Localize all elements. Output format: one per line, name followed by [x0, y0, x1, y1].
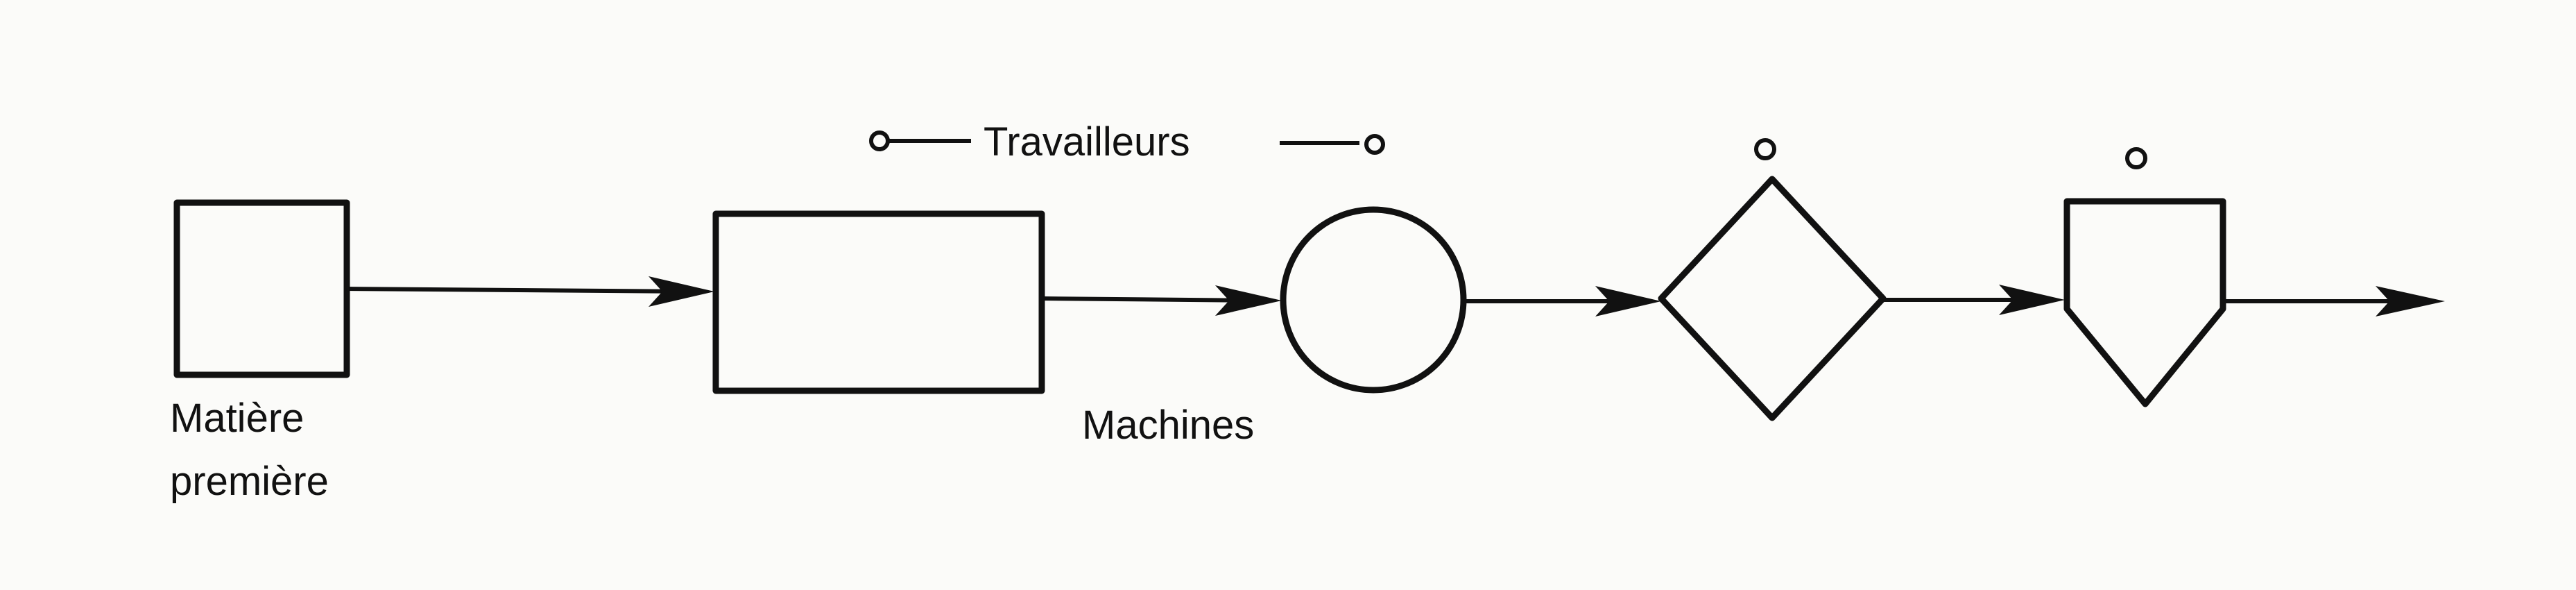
arrowhead-to-workstation — [649, 276, 714, 307]
connector-workstation-to-operation — [1041, 296, 1263, 303]
arrowhead-to-inspection — [1595, 286, 1661, 317]
raw-material-label-line1: Matière — [170, 396, 304, 441]
inspection-diamond-node — [1658, 176, 1887, 421]
machines-label: Machines — [1082, 403, 1254, 448]
diamond-marker-circle — [1754, 138, 1776, 160]
pentagon-marker-circle — [2125, 147, 2147, 169]
workers-line-end-circle — [1364, 134, 1385, 155]
arrowhead-output — [2376, 286, 2445, 317]
operation-circle-node — [1280, 206, 1467, 394]
arrowhead-to-operation — [1215, 285, 1282, 316]
connector-raw-to-workstation — [346, 287, 694, 294]
arrowhead-to-storage — [1999, 285, 2065, 315]
workers-label: Travailleurs — [984, 119, 1190, 165]
workers-line-start-circle — [869, 130, 890, 151]
workstation-node — [712, 210, 1045, 394]
raw-material-node — [173, 199, 350, 378]
raw-material-label-line2: première — [170, 459, 329, 504]
storage-pentagon-node — [2063, 198, 2226, 407]
